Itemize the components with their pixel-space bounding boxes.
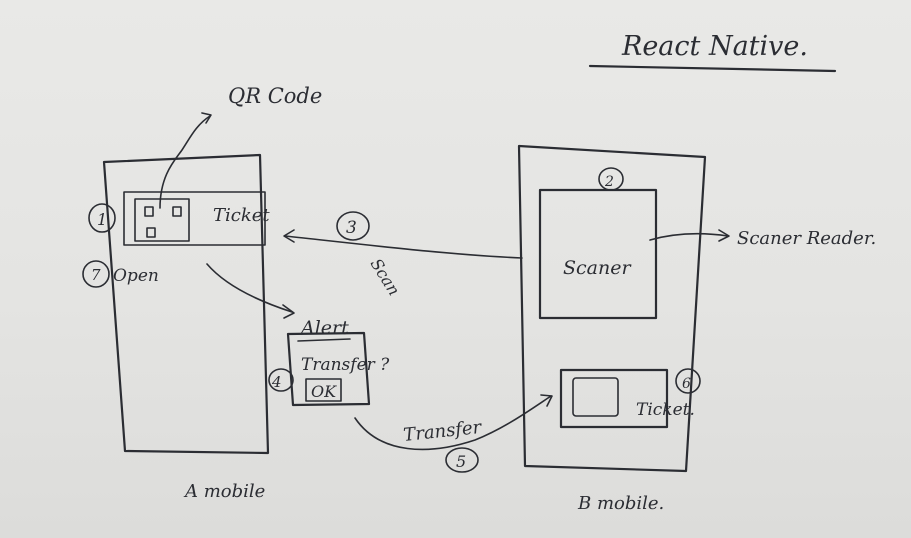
- step-4-number: 4: [271, 373, 282, 391]
- qr-pointer-line: [159, 115, 211, 209]
- qr-finder-square-1: [144, 206, 154, 217]
- scan-label: Scan: [367, 255, 404, 299]
- step-7-number: 7: [91, 266, 101, 284]
- step-6-circle: [675, 368, 701, 394]
- step-3-circle: [336, 211, 370, 241]
- a-mobile-frame: [102, 153, 270, 455]
- a-ticket-block: [123, 191, 266, 246]
- open-label: Open: [113, 266, 159, 286]
- qr-code-box: [134, 198, 190, 242]
- step-2-circle: [598, 167, 624, 191]
- scanner-reader-arrowhead: [718, 229, 730, 242]
- b-ticket-inner-box: [572, 377, 619, 417]
- b-ticket-label: Ticket.: [636, 400, 695, 420]
- scan-arrow-head: [283, 229, 295, 243]
- step-1-circle: [88, 203, 116, 233]
- qr-finder-square-3: [146, 227, 156, 238]
- b-mobile-label: B mobile.: [577, 493, 664, 514]
- alert-title: Alert: [299, 317, 349, 339]
- step-5-circle: [445, 447, 479, 473]
- b-ticket-block: [559, 368, 669, 429]
- step-4-circle: [268, 368, 294, 392]
- scanner-reader-label: Scaner Reader.: [737, 228, 876, 249]
- alert-message: Transfer ?: [301, 355, 390, 375]
- title-underline: [588, 64, 837, 73]
- alert-ok-label: OK: [311, 382, 337, 401]
- step-5-number: 5: [456, 452, 466, 471]
- a-to-alert-arrowhead: [282, 304, 295, 319]
- scanner-reader-pointer: [649, 232, 729, 241]
- transfer-arrow-head: [540, 394, 553, 407]
- a-mobile-label: A mobile: [183, 481, 265, 502]
- qr-finder-square-2: [172, 206, 182, 217]
- a-to-alert-arrow: [206, 263, 293, 313]
- diagram-title: React Native.: [621, 31, 808, 62]
- alert-ok-button: [305, 378, 342, 402]
- qr-code-label: QR Code: [228, 84, 322, 108]
- step-1-number: 1: [97, 210, 107, 229]
- qr-pointer-arrowhead: [201, 112, 212, 124]
- scanner-label: Scaner: [563, 257, 632, 279]
- step-2-number: 2: [604, 174, 614, 190]
- transfer-arrow-line: [354, 395, 552, 451]
- alert-title-underline: [297, 338, 351, 342]
- a-ticket-label: Ticket: [213, 205, 270, 226]
- b-mobile-frame: [517, 144, 707, 473]
- step-7-circle: [82, 260, 110, 288]
- step-6-number: 6: [682, 376, 691, 392]
- alert-box-frame: [286, 331, 371, 407]
- scanner-frame: [538, 188, 658, 320]
- scan-arrow-line: [284, 235, 523, 259]
- step-3-number: 3: [346, 218, 357, 238]
